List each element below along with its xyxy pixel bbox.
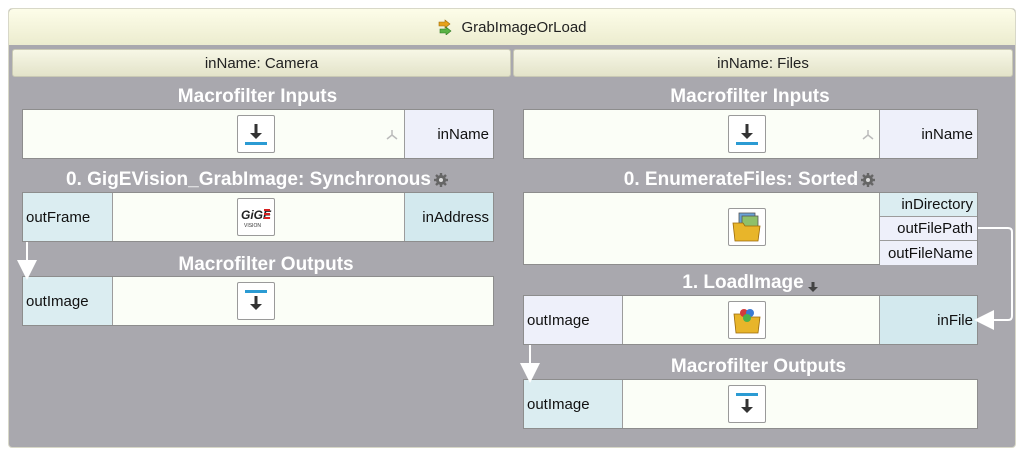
port-outImage[interactable]: outImage (524, 380, 623, 428)
port-inDirectory[interactable]: inDirectory (880, 193, 977, 217)
filter-block-enumerate[interactable]: inDirectory outFilePath outFileName (523, 192, 978, 265)
gear-icon[interactable] (433, 172, 449, 188)
lane-header-label: inName: Camera (204, 54, 319, 72)
input-download-icon[interactable] (237, 115, 275, 153)
macrofilter-outputs-title: Macrofilter Outputs (540, 356, 977, 378)
filter-block-gige[interactable]: outFrame GiGE VISION inAddress (22, 192, 494, 242)
variant-macrofilter-icon (437, 19, 453, 36)
lane-header-files[interactable]: inName: Files (513, 49, 1013, 77)
port-label: outFileName (887, 244, 973, 262)
port-label: outFrame (26, 208, 91, 226)
port-label: outImage (26, 292, 89, 310)
folder-images-icon[interactable] (728, 208, 766, 246)
lane-header-camera[interactable]: inName: Camera (12, 49, 511, 77)
connector-pin-icon (385, 128, 399, 142)
section-title-text: 0. GigEVision_GrabImage: Synchronous (66, 169, 431, 190)
port-label: outImage (527, 395, 590, 413)
port-label: inAddress (422, 208, 489, 226)
macrofilter-outputs-block[interactable]: outImage (523, 379, 978, 429)
macrofilter-title-bar[interactable]: GrabImageOrLoad (9, 9, 1015, 45)
section-title-text: Macrofilter Inputs (670, 86, 830, 107)
section-title-text: 1. LoadImage (682, 272, 804, 293)
port-outFilePath[interactable]: outFilePath (880, 217, 977, 241)
port-inAddress[interactable]: inAddress (404, 193, 493, 241)
filter-block-loadimage[interactable]: outImage inFile (523, 295, 978, 345)
macrofilter-title: GrabImageOrLoad (461, 18, 587, 36)
port-inName[interactable]: inName (879, 110, 977, 158)
output-upload-icon[interactable] (237, 282, 275, 320)
section-title-text: Macrofilter Outputs (670, 356, 847, 377)
gige-vision-icon[interactable]: GiGE VISION (237, 198, 275, 236)
gige-logo-subtext: VISION (244, 223, 261, 229)
macrofilter-inputs-title: Macrofilter Inputs (22, 86, 493, 108)
port-label: inDirectory (901, 196, 973, 213)
macrofilter-outputs-title: Macrofilter Outputs (38, 254, 494, 276)
macrofilter-inputs-block[interactable]: inName (22, 109, 494, 159)
filter-title-gige: 0. GigEVision_GrabImage: Synchronous (22, 169, 493, 191)
port-outFileName[interactable]: outFileName (880, 241, 977, 265)
input-download-icon[interactable] (728, 115, 766, 153)
port-label: inName (921, 125, 973, 143)
filter-port-list: inDirectory outFilePath outFileName (879, 193, 977, 265)
port-label: inName (437, 125, 489, 143)
lane-header-label: inName: Files (717, 54, 809, 72)
macrofilter-inputs-title: Macrofilter Inputs (523, 86, 977, 108)
port-inFile[interactable]: inFile (879, 296, 977, 344)
arrow-down-icon[interactable] (807, 277, 818, 292)
port-outImage[interactable]: outImage (524, 296, 623, 344)
port-label: outFilePath (897, 220, 973, 237)
section-title-text: Macrofilter Outputs (178, 254, 354, 275)
port-outImage[interactable]: outImage (23, 277, 113, 325)
output-upload-icon[interactable] (728, 385, 766, 423)
filter-title-loadimage: 1. LoadImage (523, 272, 977, 294)
connector-pin-icon (861, 128, 875, 142)
macrofilter-inputs-block[interactable]: inName (523, 109, 978, 159)
macrofilter-outputs-block[interactable]: outImage (22, 276, 494, 326)
gear-icon[interactable] (860, 172, 876, 188)
port-label: outImage (527, 311, 590, 329)
port-outFrame[interactable]: outFrame (23, 193, 113, 241)
section-title-text: Macrofilter Inputs (177, 86, 338, 107)
port-inName[interactable]: inName (404, 110, 493, 158)
load-image-icon[interactable] (728, 301, 766, 339)
filter-title-enumerate: 0. EnumerateFiles: Sorted (523, 169, 977, 191)
port-label: inFile (937, 311, 973, 329)
section-title-text: 0. EnumerateFiles: Sorted (623, 169, 859, 190)
